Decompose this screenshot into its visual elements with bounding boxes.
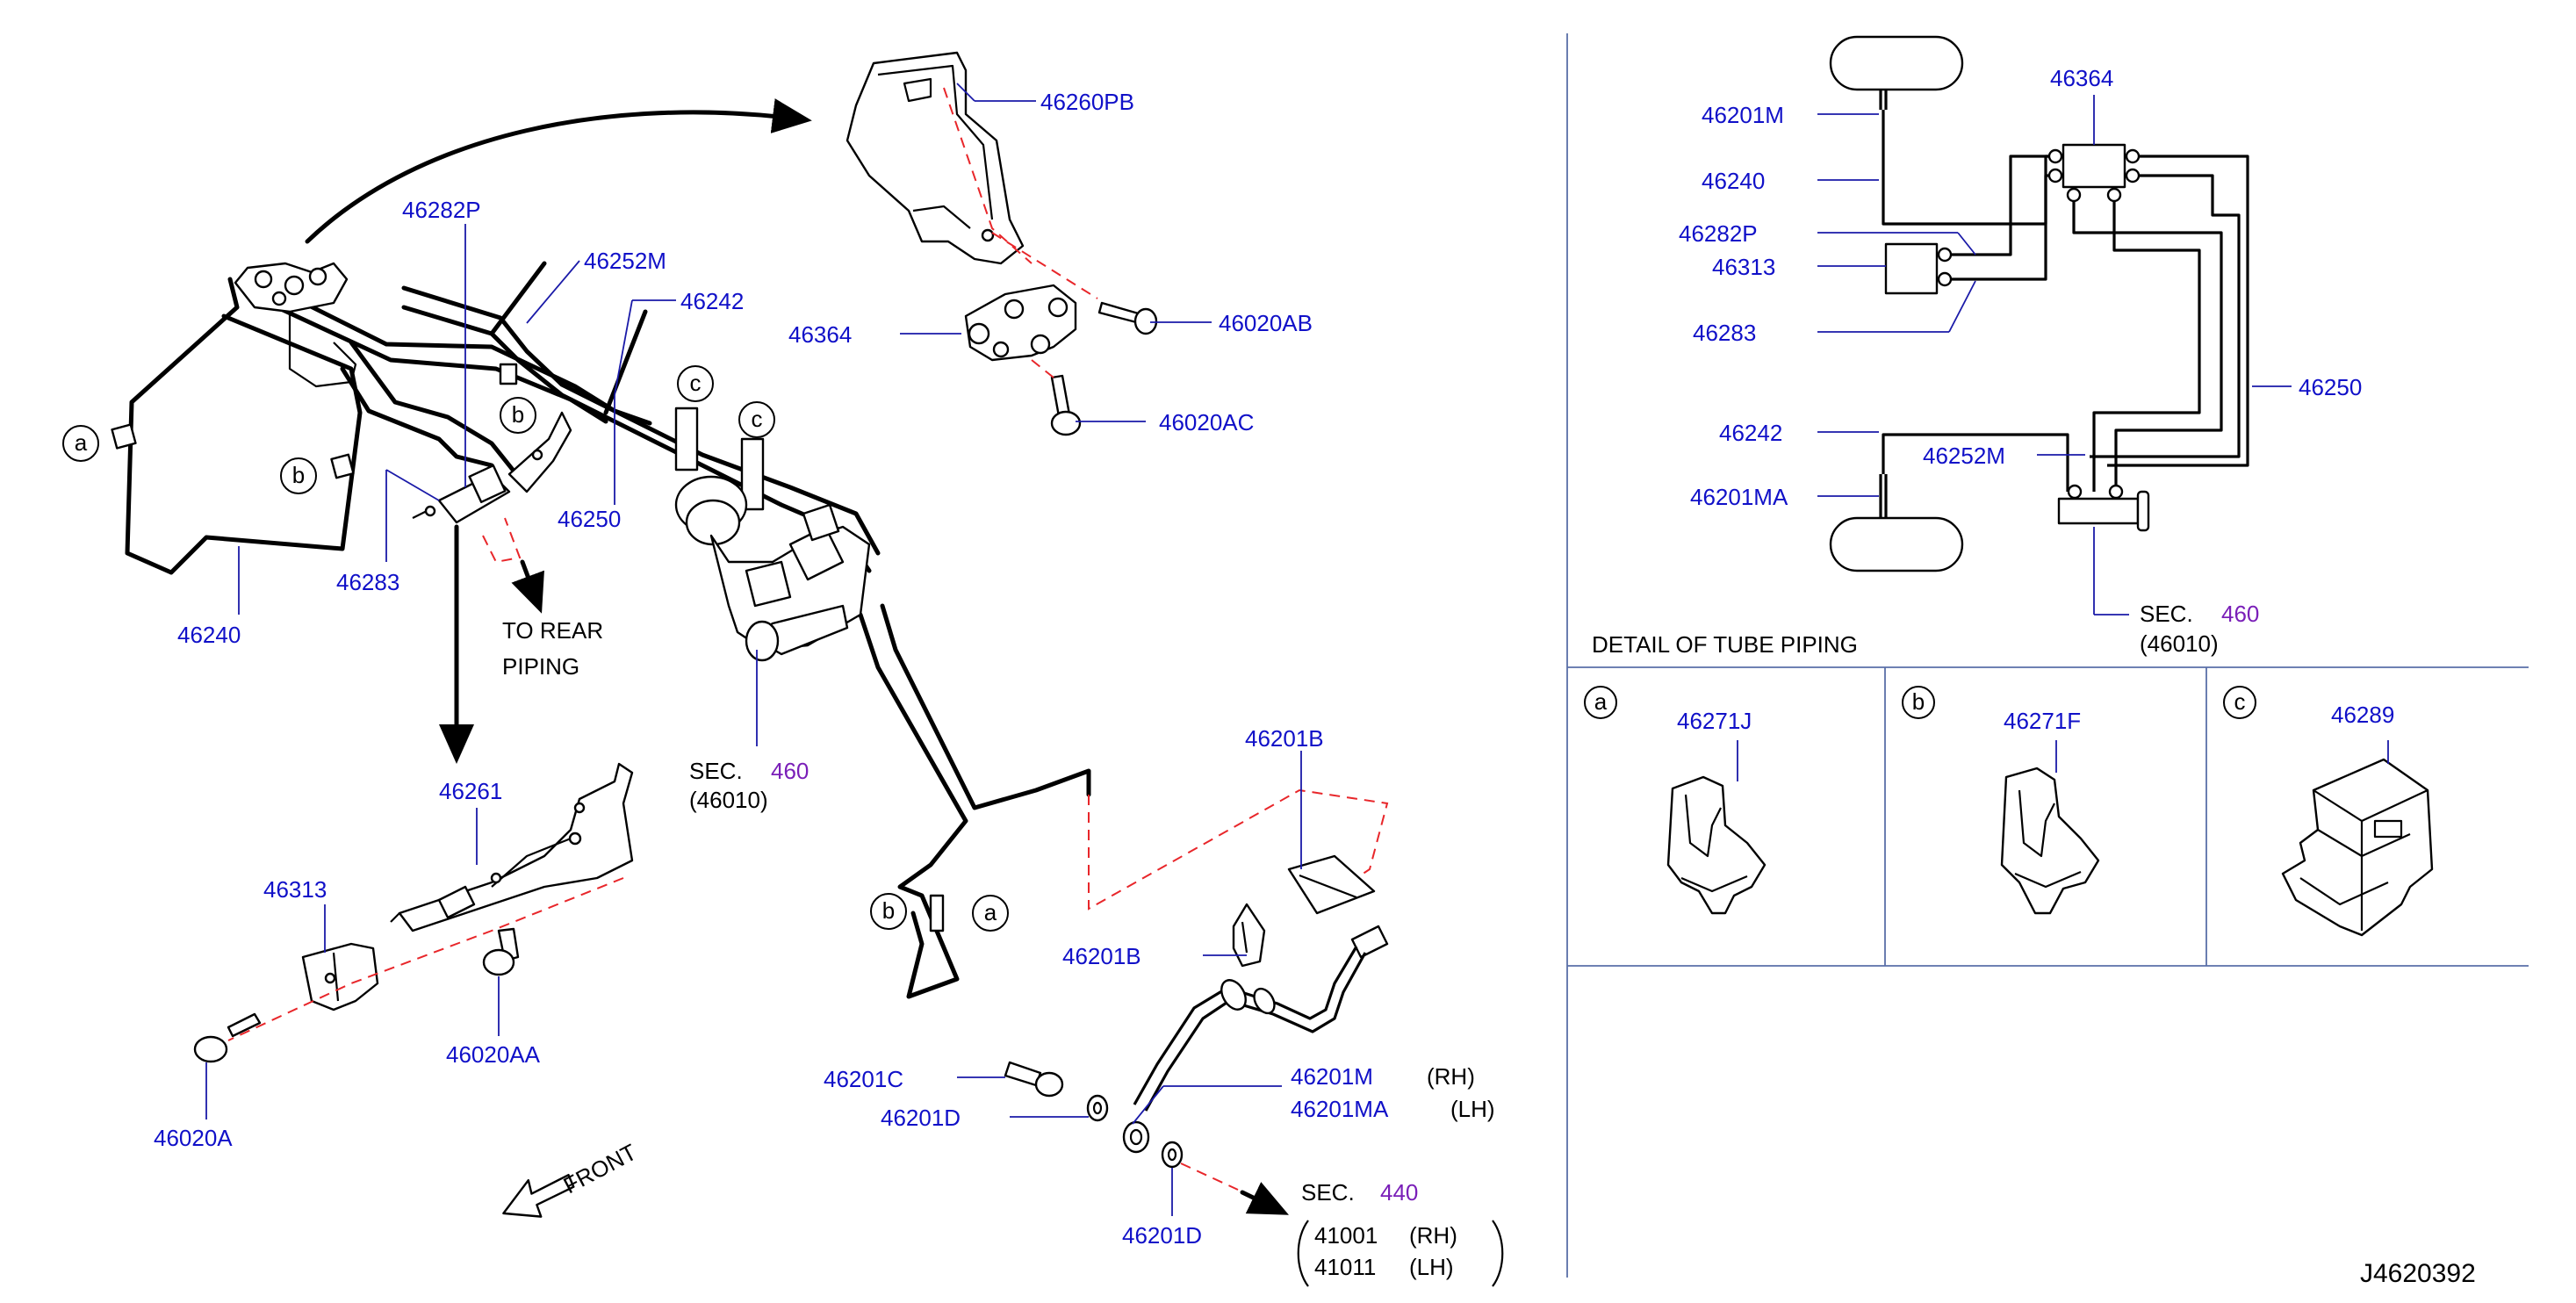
label-46283: 46283 [336, 569, 399, 595]
flex-hose-assembly [1004, 788, 1504, 1287]
label-lh: (LH) [1450, 1096, 1495, 1122]
clip-a-letter: a [1594, 688, 1608, 715]
label-46201B: 46201B [1062, 943, 1141, 969]
label-46260PB: 46260PB [1040, 89, 1134, 115]
sec-460-main: 460 [771, 758, 809, 784]
ref-41011: 41011 [1314, 1254, 1376, 1280]
callout-circles: a b b c c b a a b c [62, 365, 2256, 932]
callout-c: c [690, 370, 702, 396]
label-46020A: 46020A [154, 1125, 233, 1151]
label-46364: 46364 [788, 321, 852, 348]
label-46201D-b: 46201D [1122, 1222, 1202, 1249]
clip-46271F: 46271F [2004, 708, 2081, 734]
label-46242: 46242 [680, 288, 744, 314]
to-rear-piping-line2: PIPING [502, 653, 579, 680]
brake-actuator [674, 475, 871, 662]
callout-b: b [882, 897, 895, 924]
sec-440: 440 [1380, 1179, 1418, 1206]
bracket-46260PB [845, 51, 1025, 265]
front-label: FRONT [559, 1139, 641, 1199]
label-46020AC: 46020AC [1159, 409, 1254, 436]
label-46313: 46313 [263, 876, 327, 903]
to-rear-piping-line1: TO REAR [502, 617, 603, 644]
clip-46271F-drawing [2000, 767, 2100, 915]
ref-41001-side: (RH) [1409, 1222, 1457, 1249]
label-46201MA: 46201MA [1291, 1096, 1389, 1122]
label-46201B-top: 46201B [1245, 725, 1324, 752]
clip-46289-drawing [2281, 758, 2434, 937]
detail-46242: 46242 [1719, 420, 1782, 446]
detail-46252M: 46252M [1923, 443, 2005, 469]
label-rh: (RH) [1427, 1063, 1475, 1090]
label-46250: 46250 [558, 506, 621, 532]
detail-frame [1566, 33, 2529, 1278]
detail-46250: 46250 [2299, 374, 2362, 400]
sec-460-main-sub: (46010) [689, 787, 768, 813]
ref-41011-side: (LH) [1409, 1254, 1454, 1280]
diagram-id: J4620392 [2360, 1259, 2476, 1288]
sec-460-main-word: SEC. [689, 758, 743, 784]
clip-46289: 46289 [2331, 702, 2394, 728]
callout-a: a [984, 899, 997, 925]
label-46201C: 46201C [824, 1066, 903, 1092]
callout-a: a [75, 429, 88, 456]
ref-41001: 41001 [1314, 1222, 1378, 1249]
tube-piping-detail [1817, 35, 2292, 616]
label-46020AB: 46020AB [1219, 310, 1313, 336]
callout-c: c [752, 406, 763, 432]
leader-lines [205, 83, 2389, 1216]
clip-46271J: 46271J [1677, 708, 1752, 734]
detail-46201MA: 46201MA [1690, 484, 1788, 510]
sec-440-word: SEC. [1301, 1179, 1355, 1206]
three-way-joint [234, 262, 357, 388]
valve-46364 [964, 284, 1077, 362]
label-46201D-a: 46201D [881, 1105, 961, 1131]
detail-title: DETAIL OF TUBE PIPING [1592, 631, 1858, 658]
label-46201M: 46201M [1291, 1063, 1373, 1090]
detail-46201M: 46201M [1702, 102, 1784, 128]
clip-c-letter: c [2234, 688, 2246, 715]
detail-46364: 46364 [2050, 65, 2113, 91]
clip-b-letter: b [1912, 688, 1925, 715]
label-46252M: 46252M [584, 248, 666, 274]
detail-labels: 46201M 46240 46282P 46313 46283 46364 46… [1592, 65, 2476, 1288]
label-46261: 46261 [439, 778, 502, 804]
main-assembly [111, 51, 1158, 999]
label-46282P: 46282P [402, 197, 481, 223]
detail-46282P: 46282P [1679, 220, 1758, 247]
detail-sec-460-word: SEC. [2140, 601, 2193, 627]
part-labels: 46260PB 46364 46020AB 46020AC 46282P 462… [154, 89, 1495, 1280]
detail-46240: 46240 [1702, 168, 1765, 194]
detail-46313: 46313 [1712, 254, 1775, 280]
callout-b: b [512, 401, 524, 428]
detail-46283: 46283 [1693, 320, 1756, 346]
clip-46271J-drawing [1666, 775, 1767, 915]
callout-b: b [292, 462, 305, 488]
detail-sec-460: 460 [2221, 601, 2259, 627]
front-arrow [502, 1173, 575, 1218]
label-46020AA: 46020AA [446, 1041, 541, 1068]
connector-46283 [412, 411, 572, 524]
bracket-46261-assembly [193, 762, 634, 1063]
detail-sec-460-sub: (46010) [2140, 630, 2219, 657]
bolt-46020AC [1050, 374, 1082, 436]
bolt-46020AB [1097, 301, 1158, 335]
label-46240: 46240 [177, 622, 241, 648]
